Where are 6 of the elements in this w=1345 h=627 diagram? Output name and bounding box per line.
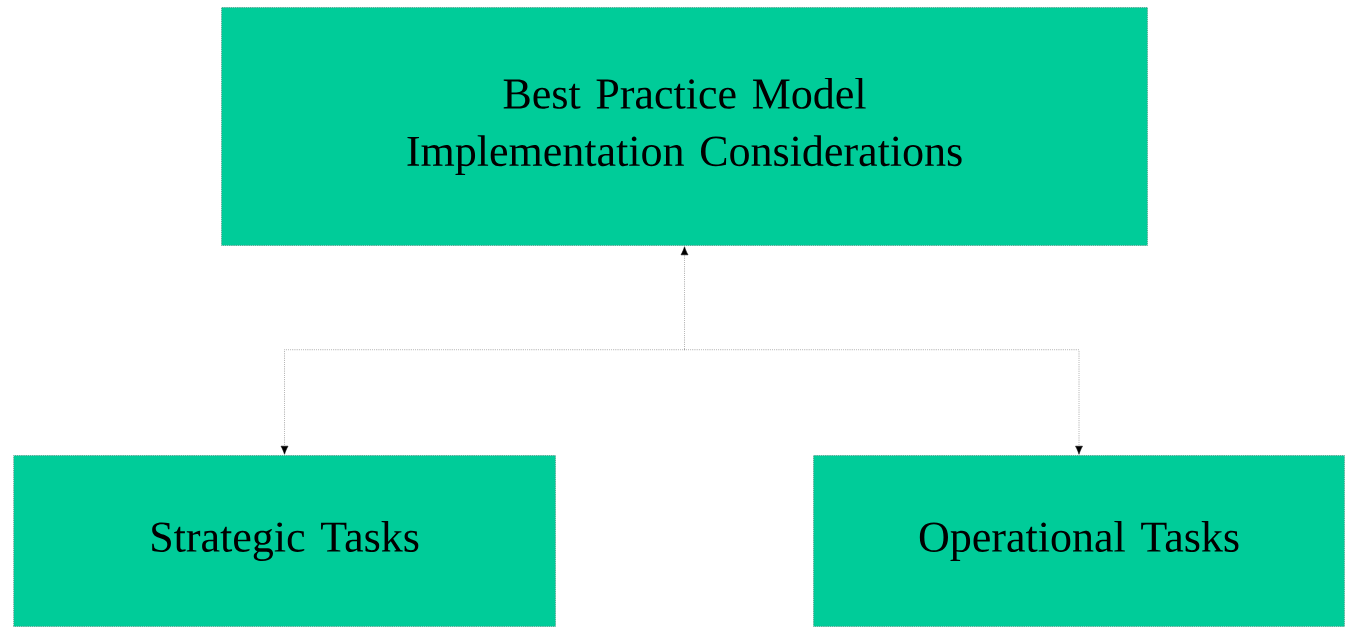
arrow (680, 246, 689, 350)
process-box: Operational Tasks (813, 455, 1345, 627)
process-box: Strategic Tasks (13, 455, 556, 627)
arrow (684, 349, 1083, 455)
process-box: Best Practice Model Implementation Considerations (221, 7, 1148, 246)
arrow (280, 349, 685, 455)
